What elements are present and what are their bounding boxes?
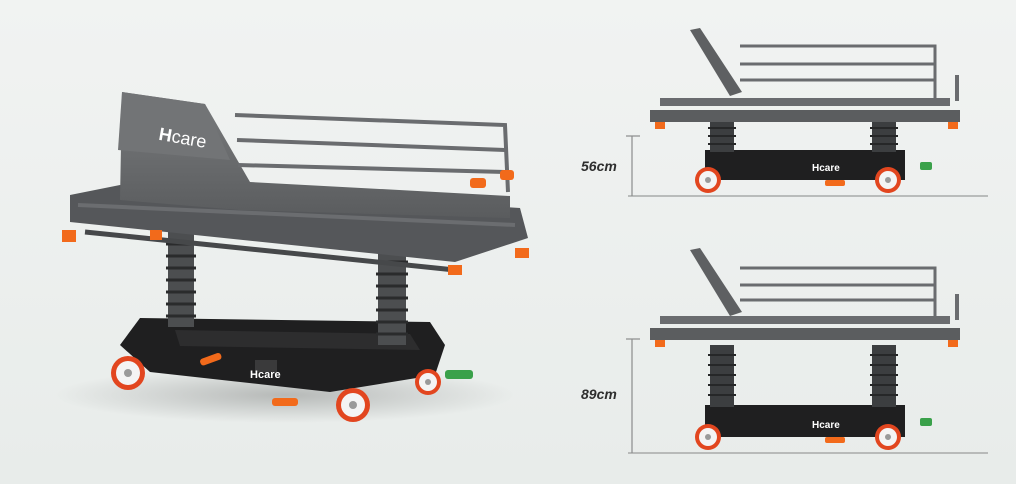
side-logo-low: Hcare [812, 163, 840, 174]
side-wheel-low-right [875, 167, 901, 193]
mattress: Hcare [118, 92, 510, 218]
side-wheel-high-right [875, 424, 901, 450]
side-logo-high: Hcare [812, 420, 840, 431]
height-marker-high [626, 338, 640, 453]
height-label-high: 89cm [581, 386, 617, 402]
lift-column-left [166, 232, 196, 327]
height-marker-low [626, 135, 640, 196]
rail-latch [470, 170, 514, 188]
side-wheel-low-left [695, 167, 721, 193]
wheel-front-left [111, 356, 145, 390]
side-wheel-high-left [695, 424, 721, 450]
stretcher-side-view-high: 89cm Hcare [581, 248, 988, 454]
stretcher-main-view: Hcare Hcare [55, 92, 529, 423]
side-rail [234, 113, 510, 193]
wheel-front-right [336, 388, 370, 422]
backrest-logo: Hcare [157, 124, 208, 152]
wheel-rear-right [415, 369, 441, 395]
stretcher-side-view-low: 56cm Hcare [581, 28, 988, 197]
green-pedal [445, 370, 473, 379]
base-logo: Hcare [250, 369, 281, 381]
stretcher-base [120, 318, 445, 392]
floor-shadow [55, 367, 515, 423]
orange-pedal [200, 352, 298, 406]
height-label-low: 56cm [581, 158, 617, 174]
